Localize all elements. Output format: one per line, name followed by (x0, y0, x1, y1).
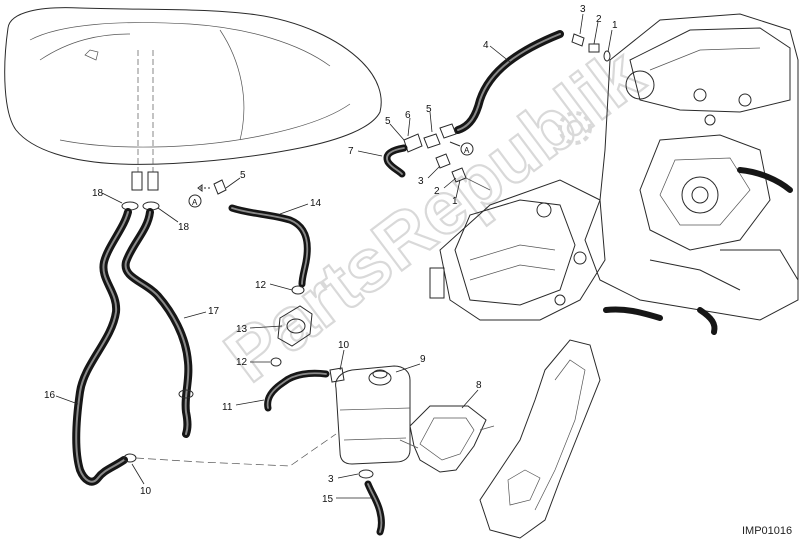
routing-dashed-line (135, 433, 337, 467)
callout-1-top: 1 (612, 20, 618, 31)
callout-5-a: 5 (426, 104, 432, 115)
callout-7: 7 (348, 146, 354, 157)
callout-12-lower: 12 (236, 357, 248, 368)
hose-11 (264, 367, 345, 412)
callout-17: 17 (208, 306, 220, 317)
hose-17 (121, 208, 194, 438)
reference-code: IMP01016 (742, 525, 792, 537)
callout-10-upper: 10 (338, 340, 350, 351)
hose-15 (364, 480, 385, 536)
callout-18-left: 18 (92, 188, 104, 199)
marker-a-right (449, 141, 474, 156)
callout-3-top: 3 (580, 4, 586, 15)
leader-lines (55, 13, 613, 499)
callout-16: 16 (44, 390, 56, 401)
callout-9: 9 (420, 354, 426, 365)
gear-icon (558, 111, 592, 145)
callout-6: 6 (405, 110, 411, 121)
callout-5-b: 5 (385, 116, 391, 127)
canister-9 (335, 365, 411, 479)
belt-cover (479, 339, 601, 539)
callout-4: 4 (483, 40, 489, 51)
callout-3-mid: 3 (418, 176, 424, 187)
callout-1-mid: 1 (452, 196, 458, 207)
callout-14: 14 (310, 198, 322, 209)
callout-15: 15 (322, 494, 334, 505)
callout-2-mid: 2 (434, 186, 440, 197)
callout-labels: 1 2 3 4 5 6 5 7 3 2 1 A 18 18 A 5 14 12 … (44, 4, 618, 505)
callout-8: 8 (476, 380, 482, 391)
callout-5-c: 5 (240, 170, 246, 181)
callout-3-lower: 3 (328, 474, 334, 485)
callout-10-lower: 10 (140, 486, 152, 497)
callout-12-upper: 12 (255, 280, 267, 291)
fuel-tank (4, 7, 382, 165)
marker-a-left (188, 184, 212, 208)
callout-11: 11 (222, 402, 233, 413)
callout-2-top: 2 (596, 14, 602, 25)
hose-14 (213, 179, 311, 288)
hose-7 (383, 144, 408, 178)
callout-13: 13 (236, 324, 248, 335)
valve-13 (270, 285, 313, 367)
tank-drain-lines (121, 50, 160, 211)
bracket-8 (399, 405, 495, 473)
marker-a-right-label: A (464, 146, 470, 155)
hose-4 (454, 30, 564, 134)
marker-a-left-label: A (192, 198, 198, 207)
engine (429, 13, 799, 335)
callout-18-right: 18 (178, 222, 190, 233)
